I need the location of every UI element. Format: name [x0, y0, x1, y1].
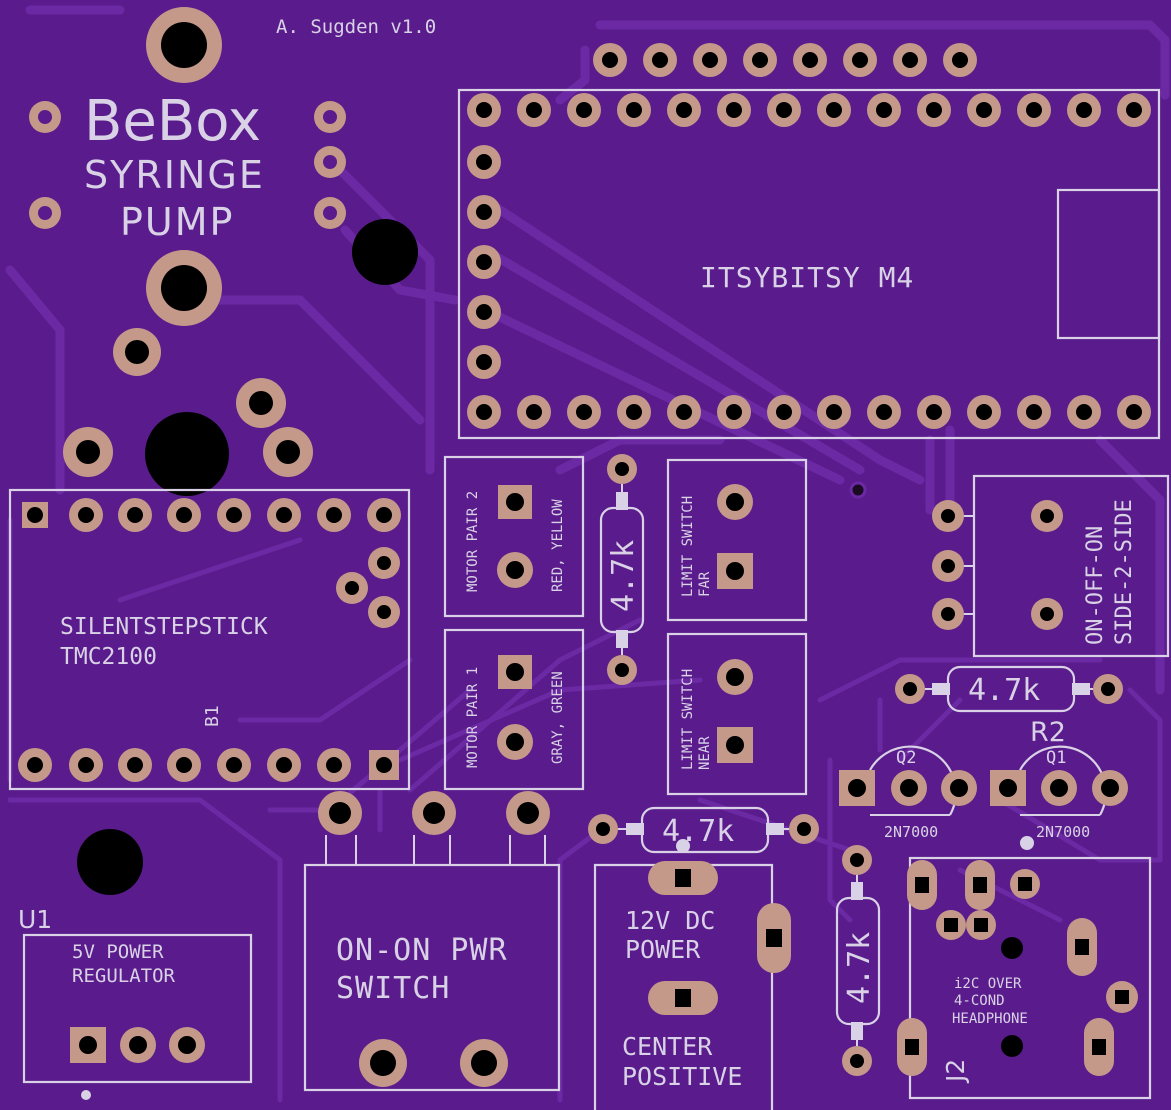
resistor-bottom: 4.7k — [588, 806, 819, 854]
b1-label: B1 — [202, 705, 223, 727]
q2-part: 2N7000 — [884, 823, 938, 841]
j2-label: J2 — [941, 1059, 970, 1084]
power-switch-label-1: ON-ON PWR — [336, 933, 508, 968]
headphone-jack-j2: i2C OVER 4-COND HEADPHONE J2 — [897, 856, 1152, 1100]
top-header-pins — [593, 43, 977, 77]
via — [849, 481, 867, 499]
dc-label-3: CENTER — [622, 1032, 713, 1061]
resistor-vertical: 4.7k — [835, 845, 881, 1076]
limit-far-label-1: LIMIT SWITCH — [680, 496, 696, 597]
voltage-regulator-u1: U1 5V POWER REGULATOR — [18, 905, 253, 1100]
power-switch-label-2: SWITCH — [336, 971, 450, 1006]
u1-label: U1 — [18, 905, 52, 934]
dc-label-4: POSITIVE — [622, 1062, 742, 1091]
power-switch-footprint: ON-ON PWR SWITCH — [303, 791, 561, 1092]
side-switch-label-1: ON-OFF-ON — [1083, 526, 1108, 645]
itsybitsy-label: ITSYBITSY M4 — [700, 261, 914, 294]
itsybitsy-footprint: ITSYBITSY M4 — [457, 88, 1161, 440]
r2-label: R2 — [1030, 717, 1066, 748]
i2c-label-2: 4-COND — [954, 993, 1005, 1009]
mount-hole — [352, 219, 418, 285]
motor-pair-2-colors: RED, YELLOW — [550, 499, 566, 592]
q2-label: Q2 — [896, 748, 916, 768]
resistor-top-value: 4.7k — [606, 540, 641, 612]
i2c-label-3: HEADPHONE — [952, 1011, 1028, 1027]
dc-power-jack: 12V DC POWER CENTER POSITIVE — [593, 861, 791, 1110]
limit-switch-near: LIMIT SWITCH NEAR — [666, 632, 808, 796]
mount-hole — [145, 412, 229, 496]
board-title: BeBox — [84, 89, 261, 154]
q1-part: 2N7000 — [1036, 823, 1090, 841]
resistor-top: 4.7k — [599, 454, 645, 685]
top-left-pads — [29, 7, 418, 895]
motor-pair-1-colors: GRAY, GREEN — [550, 671, 566, 764]
mount-hole — [77, 829, 143, 895]
silentstepstick-footprint: SILENTSTEPSTICK TMC2100 B1 — [8, 488, 411, 791]
side-switch-label-2: SIDE-2-SIDE — [1112, 499, 1137, 645]
resistor-right: 4.7k R2 — [895, 665, 1123, 748]
copper-traces — [5, 5, 1170, 1103]
limit-far-label-2: FAR — [697, 571, 713, 597]
dc-label-2: POWER — [625, 935, 701, 964]
resistor-vertical-value: 4.7k — [842, 932, 877, 1004]
dc-label-1: 12V DC — [625, 906, 715, 935]
motor-pair-2-label: MOTOR PAIR 2 — [465, 491, 481, 592]
i2c-label-1: i2C OVER — [954, 976, 1022, 992]
limit-switch-far: LIMIT SWITCH FAR — [666, 458, 808, 622]
limit-near-label-1: LIMIT SWITCH — [680, 669, 696, 770]
motor-pair-1-connector: MOTOR PAIR 1 GRAY, GREEN — [443, 628, 585, 791]
transistor-q1: Q1 2N7000 — [990, 745, 1128, 850]
limit-near-label-2: NEAR — [697, 736, 713, 770]
regulator-label-2: REGULATOR — [72, 965, 176, 987]
resistor-right-value: 4.7k — [968, 673, 1040, 708]
stepstick-label-1: SILENTSTEPSTICK — [60, 614, 268, 640]
resistor-bottom-value: 4.7k — [662, 814, 734, 849]
regulator-label-1: 5V POWER — [72, 941, 164, 963]
stepstick-label-2: TMC2100 — [60, 644, 157, 670]
transistor-q2: Q2 2N7000 — [839, 745, 977, 841]
motor-pair-1-label: MOTOR PAIR 1 — [465, 667, 481, 768]
board-subtitle-2: PUMP — [120, 200, 234, 244]
board-subtitle-1: SYRINGE — [84, 153, 265, 197]
motor-pair-2-connector: MOTOR PAIR 2 RED, YELLOW — [443, 455, 585, 618]
side-switch-footprint: ON-OFF-ON SIDE-2-SIDE — [932, 474, 1170, 658]
author-label: A. Sugden v1.0 — [276, 16, 436, 38]
q1-label: Q1 — [1046, 748, 1066, 768]
